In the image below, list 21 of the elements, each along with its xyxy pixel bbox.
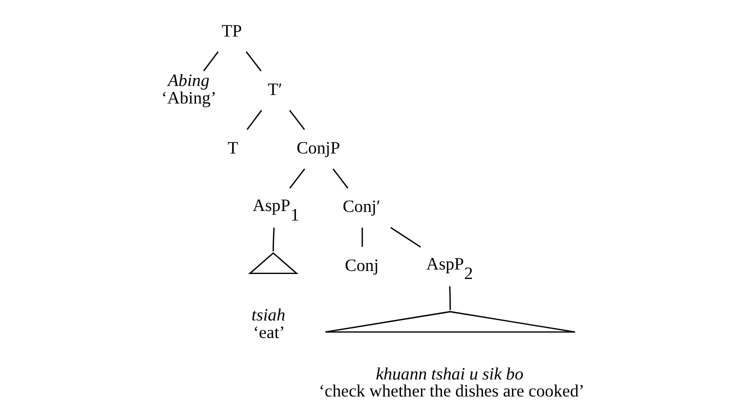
node-text: Conj [344, 256, 378, 275]
node-text: khuann tshai u sik bo ‘check whether the dishes are cooked’ [318, 364, 584, 401]
connector [288, 110, 304, 130]
node-text: ConjP [296, 138, 340, 158]
node-text: T [227, 138, 238, 158]
connector [245, 51, 262, 72]
connector [202, 51, 218, 72]
node-text: tsiah ‘eat’ [251, 306, 285, 342]
node-triangle [324, 311, 576, 333]
connector [361, 228, 362, 247]
connector [332, 168, 348, 189]
connector [288, 168, 305, 189]
connector [390, 227, 420, 248]
node-text: TP [221, 21, 242, 40]
node-text: Conj′ [342, 197, 380, 216]
node-text: T′ [267, 80, 282, 99]
connector [272, 228, 274, 252]
node-triangle [248, 252, 298, 274]
node-text: Abing ‘Abing’ [160, 71, 216, 108]
connector [246, 110, 262, 130]
connector [448, 286, 450, 310]
